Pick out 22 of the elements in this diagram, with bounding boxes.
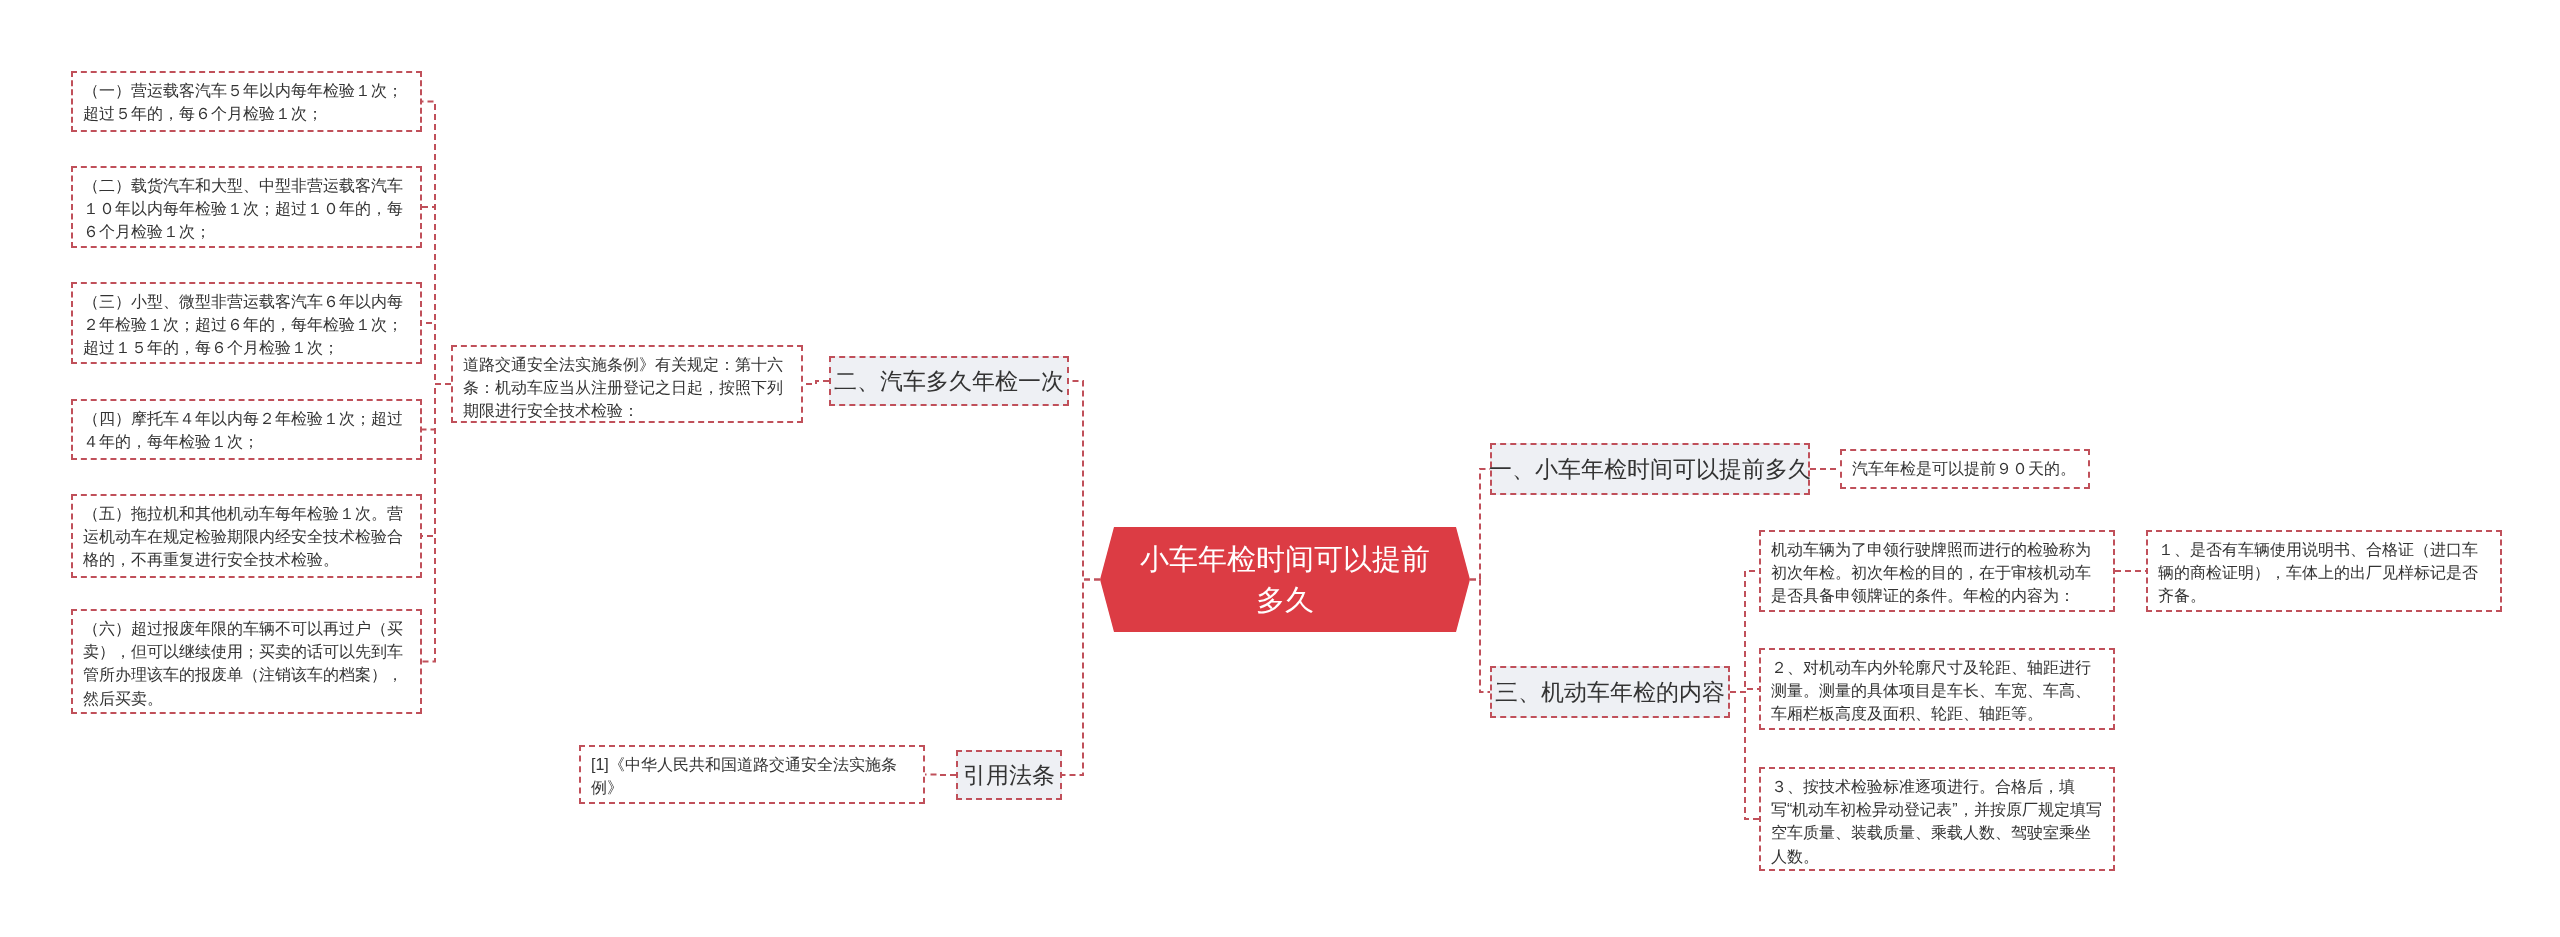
note-box: （一）营运载客汽车５年以内每年检验１次；超过５年的，每６个月检验１次； (71, 71, 422, 132)
note-box: １、是否有车辆使用说明书、合格证（进口车辆的商检证明），车体上的出厂见样标记是否齐备。 (2146, 530, 2502, 612)
note-box: ３、按技术检验标准逐项进行。合格后，填写“机动车初检异动登记表”，并按原厂规定填写空车质量、装载质量、乘载人数、驾驶室乘坐人数。 (1759, 767, 2115, 871)
topic-box: 引用法条 (956, 750, 1062, 800)
connector-line (421, 383, 452, 663)
note-box: （二）载货汽车和大型、中型非营运载客汽车１０年以内每年检验１次；超过１０年的，每６个月检验１次； (71, 166, 422, 248)
topic-box: 二、汽车多久年检一次 (829, 356, 1069, 406)
topic-box: 三、机动车年检的内容 (1490, 666, 1730, 718)
connector-line (1469, 578, 1491, 693)
note-box: 道路交通安全法实施条例》有关规定：第十六条：机动车应当从注册登记之日起，按照下列期限进行安全技术检验： (451, 345, 803, 423)
note-box: 汽车年检是可以提前９０天的。 (1840, 449, 2090, 489)
note-box: ２、对机动车内外轮廓尺寸及轮距、轴距进行测量。测量的具体项目是车长、车宽、车高、车厢栏板高度及面积、轮距、轴距等。 (1759, 648, 2115, 730)
note-box: （六）超过报废年限的车辆不可以再过户（买卖），但可以继续使用；买卖的话可以先到车管所办理该车的报废单（注销该车的档案），然后买卖。 (71, 609, 422, 714)
connector-line (1061, 578, 1101, 776)
note-box: （三）小型、微型非营运载客汽车６年以内每２年检验１次；超过６年的，每年检验１次；超过１５年的，每６个月检验１次； (71, 282, 422, 364)
note-box: 机动车辆为了申领行驶牌照而进行的检验称为初次年检。初次年检的目的，在于审核机动车是否具备申领牌证的条件。年检的内容为： (1759, 530, 2115, 612)
note-box: （五）拖拉机和其他机动车每年检验１次。营运机动车在规定检验期限内经安全技术检验合格的，不再重复进行安全技术检验。 (71, 494, 422, 578)
note-box: （四）摩托车４年以内每２年检验１次；超过４年的，每年检验１次； (71, 399, 422, 460)
note-box: [1]《中华人民共和国道路交通安全法实施条例》 (579, 745, 925, 804)
topic-box: 一、小车年检时间可以提前多久 (1490, 443, 1810, 495)
connector-line (1729, 691, 1760, 820)
central-topic: 小车年检时间可以提前多久 (1100, 527, 1470, 632)
